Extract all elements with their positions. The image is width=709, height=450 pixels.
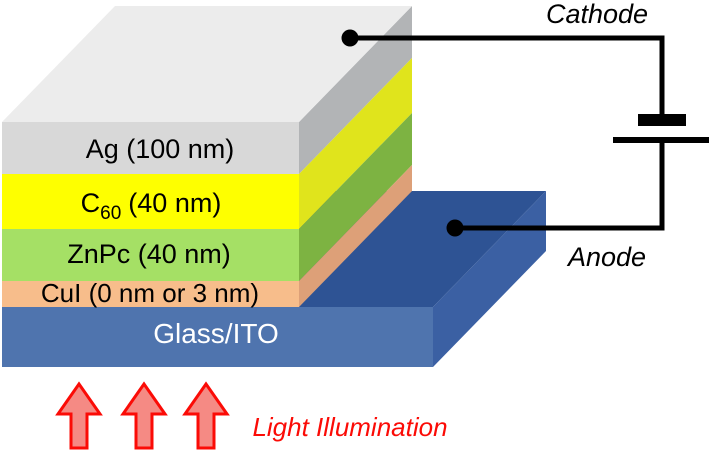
ag-layer-front-face bbox=[2, 122, 299, 174]
substrate-label: Glass/ITO bbox=[153, 318, 279, 349]
znpc-layer-side-face bbox=[299, 113, 412, 281]
light-illumination-label: Light Illumination bbox=[252, 412, 447, 442]
cui-layer-label: CuI (0 nm or 3 nm) bbox=[41, 278, 259, 308]
battery-positive-plate bbox=[613, 137, 709, 143]
c60-label-symbol: C bbox=[81, 188, 101, 218]
anode-wire bbox=[455, 143, 665, 231]
substrate-front-face bbox=[2, 307, 433, 367]
cathode-label: Cathode bbox=[546, 0, 648, 29]
c60-layer-label: C60 (40 nm) bbox=[81, 188, 222, 224]
battery-negative-plate bbox=[638, 114, 686, 126]
ag-layer-label: Ag (100 nm) bbox=[86, 134, 235, 164]
light-arrow-1 bbox=[55, 381, 103, 450]
c60-label-suffix: (40 nm) bbox=[128, 188, 221, 218]
znpc-layer-front-face bbox=[2, 229, 299, 281]
light-arrow-2 bbox=[120, 381, 168, 450]
substrate-right-face bbox=[433, 191, 546, 367]
c60-layer-side-face bbox=[299, 58, 412, 229]
c60-layer-front-face bbox=[2, 174, 299, 229]
cui-layer-front-face bbox=[2, 281, 299, 307]
anode-contact-dot bbox=[446, 219, 464, 237]
anode-label: Anode bbox=[566, 242, 646, 272]
znpc-layer-label: ZnPc (40 nm) bbox=[67, 239, 231, 269]
cathode-contact-dot bbox=[341, 29, 359, 47]
cui-layer-side-face bbox=[299, 165, 412, 307]
ag-layer-side-face bbox=[299, 6, 412, 174]
c60-label-subscript: 60 bbox=[100, 203, 121, 224]
light-arrow-3 bbox=[182, 381, 230, 450]
ag-layer-top-face bbox=[2, 6, 412, 122]
cathode-wire bbox=[350, 35, 665, 114]
